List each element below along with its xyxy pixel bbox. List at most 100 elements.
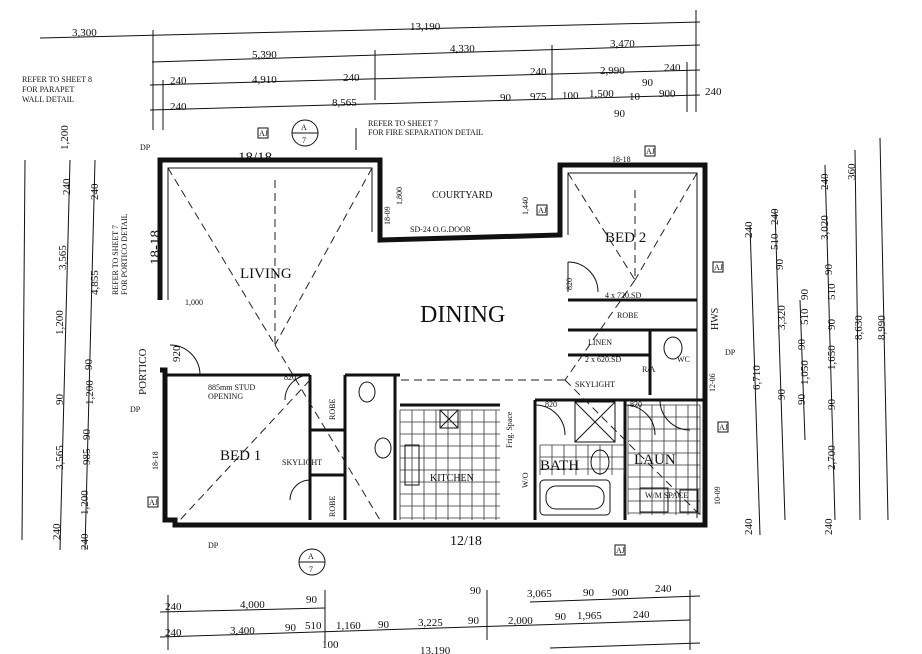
dim-label: 3,020 xyxy=(819,215,831,240)
shower xyxy=(574,401,616,443)
top-dimensions xyxy=(39,10,701,130)
svg-text:90: 90 xyxy=(470,585,482,597)
svg-text:920: 920 xyxy=(171,345,183,362)
dim-label: 6,710 xyxy=(751,365,763,390)
room-label-bath: BATH xyxy=(540,458,579,474)
section-marker-bottom: A 7 xyxy=(298,548,326,576)
dim-label: 90 xyxy=(796,339,808,351)
right-dimensions xyxy=(749,137,889,536)
svg-text:18-18: 18-18 xyxy=(612,155,631,164)
dim-label: 90 xyxy=(776,389,788,401)
dim-label: 1,650 xyxy=(826,345,838,370)
dim-label: 3,565 xyxy=(57,245,69,270)
dim-label: 240 xyxy=(170,101,187,113)
svg-text:4,000: 4,000 xyxy=(240,599,265,611)
svg-text:240: 240 xyxy=(165,627,182,639)
svg-text:1,965: 1,965 xyxy=(577,610,602,622)
room-label-robe: ROBE xyxy=(617,311,638,320)
bathtub-basin xyxy=(545,485,605,510)
room-label-courtyard: COURTYARD xyxy=(432,190,493,201)
svg-text:18-18: 18-18 xyxy=(151,451,160,470)
ensuite-basin xyxy=(374,437,392,459)
dim-label: 100 xyxy=(562,90,579,102)
dim-label: 90 xyxy=(774,259,786,271)
bottom-dimensions xyxy=(159,590,701,650)
dim-label: 1,200 xyxy=(54,310,66,335)
dim-label: 3,320 xyxy=(776,305,788,330)
dim-label: 4,910 xyxy=(252,74,277,86)
svg-text:820: 820 xyxy=(565,278,574,290)
dim-label: 90 xyxy=(81,429,93,441)
svg-text:FOR FIRE SEPARATION DETAIL: FOR FIRE SEPARATION DETAIL xyxy=(368,128,483,137)
dim-label: 240 xyxy=(170,75,187,87)
dim-label: 240 xyxy=(823,518,835,535)
room-labels: LIVING DINING BED 1 BED 2 COURTYARD PORT… xyxy=(137,190,721,517)
svg-text:240: 240 xyxy=(633,609,650,621)
svg-text:510: 510 xyxy=(305,620,322,632)
room-label-dining: DINING xyxy=(420,302,505,328)
dim-label: 985 xyxy=(81,448,93,465)
dim-label: 90 xyxy=(500,92,512,104)
dim-label: 240 xyxy=(705,86,722,98)
dim-label: 1,500 xyxy=(589,88,614,100)
exterior-walls xyxy=(157,157,708,528)
dim-label: 240 xyxy=(61,178,73,195)
svg-text:90: 90 xyxy=(306,594,318,606)
washing-machine-space xyxy=(639,487,669,513)
laundry-tub xyxy=(679,489,699,513)
room-label-bed2: BED 2 xyxy=(605,230,646,246)
room-label-hws: HWS xyxy=(710,308,721,330)
svg-text:AJ: AJ xyxy=(714,263,723,272)
room-label-robe: ROBE xyxy=(328,496,337,517)
svg-text:REFER TO SHEET 7: REFER TO SHEET 7 xyxy=(111,225,120,295)
cooktop xyxy=(439,409,459,429)
dim-label: 90 xyxy=(826,399,838,411)
svg-text:SKYLIGHT: SKYLIGHT xyxy=(282,458,322,467)
dim-label: 240 xyxy=(743,221,755,238)
dim-label: 510 xyxy=(826,283,838,300)
room-label-portico: PORTICO xyxy=(137,349,149,395)
roof-lines xyxy=(167,167,701,521)
svg-text:7: 7 xyxy=(309,565,313,574)
dim-label: 240 xyxy=(51,523,63,540)
svg-text:900: 900 xyxy=(612,587,629,599)
room-label-robe: ROBE xyxy=(328,399,337,420)
dim-label: 90 xyxy=(642,77,654,89)
svg-text:13,190: 13,190 xyxy=(420,645,451,654)
svg-text:DP: DP xyxy=(208,541,219,550)
dim-label: 240 xyxy=(89,183,101,200)
dim-label: 510 xyxy=(799,308,811,325)
svg-text:90: 90 xyxy=(285,622,297,634)
dim-label: 90 xyxy=(826,319,838,331)
svg-text:18/18: 18/18 xyxy=(238,150,272,166)
dim-label: 90 xyxy=(54,394,66,406)
svg-text:90: 90 xyxy=(468,615,480,627)
svg-text:AJ: AJ xyxy=(646,147,655,156)
dim-label: 1,200 xyxy=(84,380,96,405)
dim-label: 240 xyxy=(79,533,91,550)
svg-text:12-06: 12-06 xyxy=(708,373,717,392)
dim-label: 10 xyxy=(629,91,641,103)
plan-annotations: 885mm STUD OPENING SKYLIGHT SKYLIGHT SD-… xyxy=(111,143,736,550)
svg-text:OPENING: OPENING xyxy=(208,392,243,401)
room-label-linen: LINEN xyxy=(588,338,612,347)
svg-text:SD-24 O.G.DOOR: SD-24 O.G.DOOR xyxy=(410,225,472,234)
dim-label: 4,855 xyxy=(89,270,101,295)
svg-text:A: A xyxy=(301,123,307,132)
svg-text:AJ: AJ xyxy=(149,498,158,507)
dim-label: 4,330 xyxy=(450,43,475,55)
dim-label: 240 xyxy=(343,72,360,84)
parapet-note: REFER TO SHEET 8 FOR PARAPET WALL DETAIL xyxy=(22,75,92,104)
svg-text:DP: DP xyxy=(140,143,151,152)
svg-text:820: 820 xyxy=(545,400,557,409)
svg-text:FOR PARAPET: FOR PARAPET xyxy=(22,85,75,94)
svg-text:820: 820 xyxy=(630,400,642,409)
dim-label: 3,300 xyxy=(72,27,97,39)
dim-label: 90 xyxy=(796,394,808,406)
svg-text:WALL DETAIL: WALL DETAIL xyxy=(22,95,74,104)
dim-label: 240 xyxy=(664,62,681,74)
room-label-kitchen: KITCHEN xyxy=(430,473,474,484)
dim-label: 8,565 xyxy=(332,97,357,109)
